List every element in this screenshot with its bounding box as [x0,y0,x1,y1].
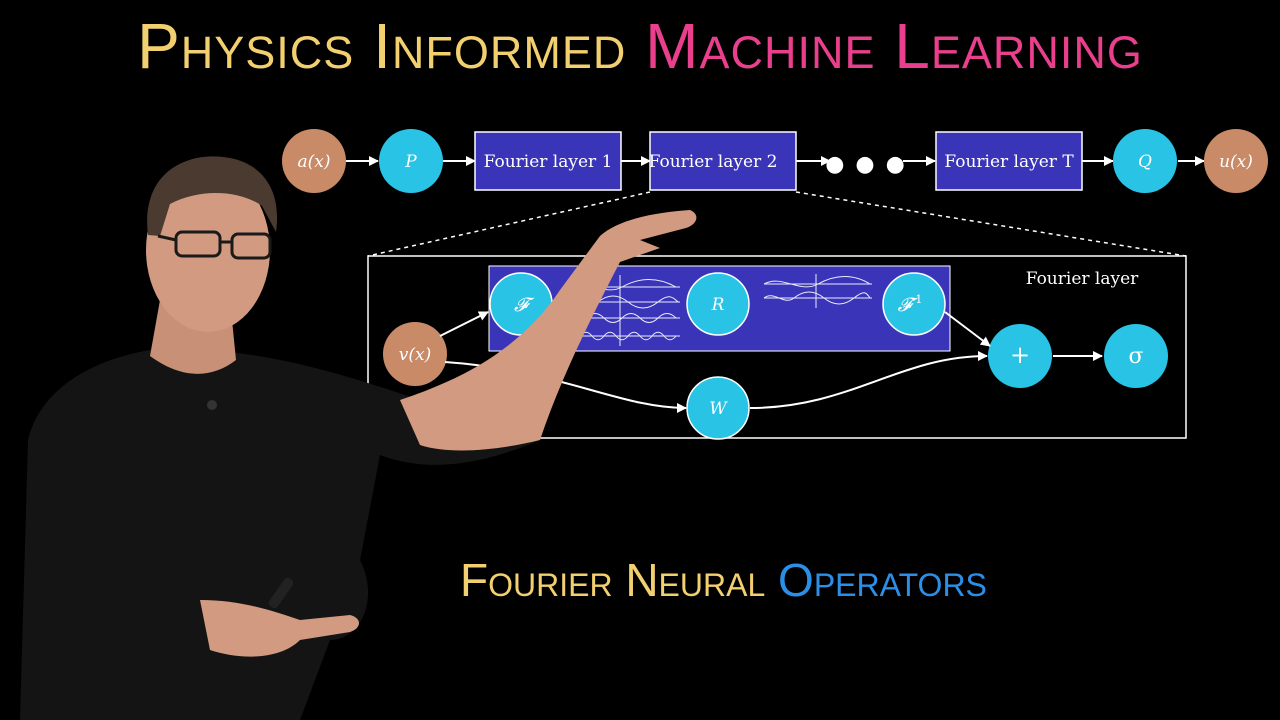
fourier-layer-1-box [474,131,622,191]
fourier-layer-t-label: Fourier layer T [944,152,1074,172]
presenter-head [146,168,270,332]
presenter-hair [147,156,278,236]
zoom-lines [367,191,1187,257]
input-a-label: a(x) [298,152,331,172]
fourier-layer-1-label: Fourier layer 1 [484,152,613,172]
activation-label: σ [1128,344,1143,369]
presenter-shirt [20,350,540,720]
w-weights-node [686,376,750,440]
lift-p-label: P [404,152,417,172]
sum-node [988,324,1052,388]
inverse-fourier-node [882,272,946,336]
fourier-layer-title: Fourier layer [1026,269,1139,289]
subtitle-part2: Operators [778,554,987,606]
title-part2: Machine Learning [645,10,1143,82]
fourier-layer-t-box [935,131,1083,191]
presenter-raised-arm [400,210,697,451]
title-part1: Physics Informed [137,10,627,82]
r-weights-label: R [711,295,725,315]
input-a-node [282,129,346,193]
activation-node [1104,324,1168,388]
main-title: Physics Informed Machine Learning [0,6,1280,86]
project-q-node [1113,129,1177,193]
presenter-lower-hand [200,600,359,657]
sum-label: + [1010,341,1030,369]
project-q-label: Q [1138,152,1152,172]
output-u-node [1204,129,1268,193]
lapel-mic-icon [207,400,217,410]
fourier-layer-2-label: Fourier layer 2 [649,152,778,172]
lift-p-node [379,129,443,193]
subtitle: Fourier Neural Operators [460,548,1170,612]
input-v-node [383,322,447,386]
input-v-label: v(x) [399,345,431,365]
inverse-fourier-superscript: -1 [912,293,923,306]
presenter-glasses [157,230,272,260]
fourier-layer-frame [367,255,1187,439]
output-u-label: u(x) [1219,152,1253,172]
r-weights-node [686,272,750,336]
wave-plots-filtered [763,274,872,308]
w-weights-label: W [709,399,728,419]
ellipsis: ● ● ● [825,152,907,177]
subtitle-part1: Fourier Neural [460,554,766,606]
fourier-layer-2-box [649,131,797,191]
clicker-icon [268,577,294,609]
